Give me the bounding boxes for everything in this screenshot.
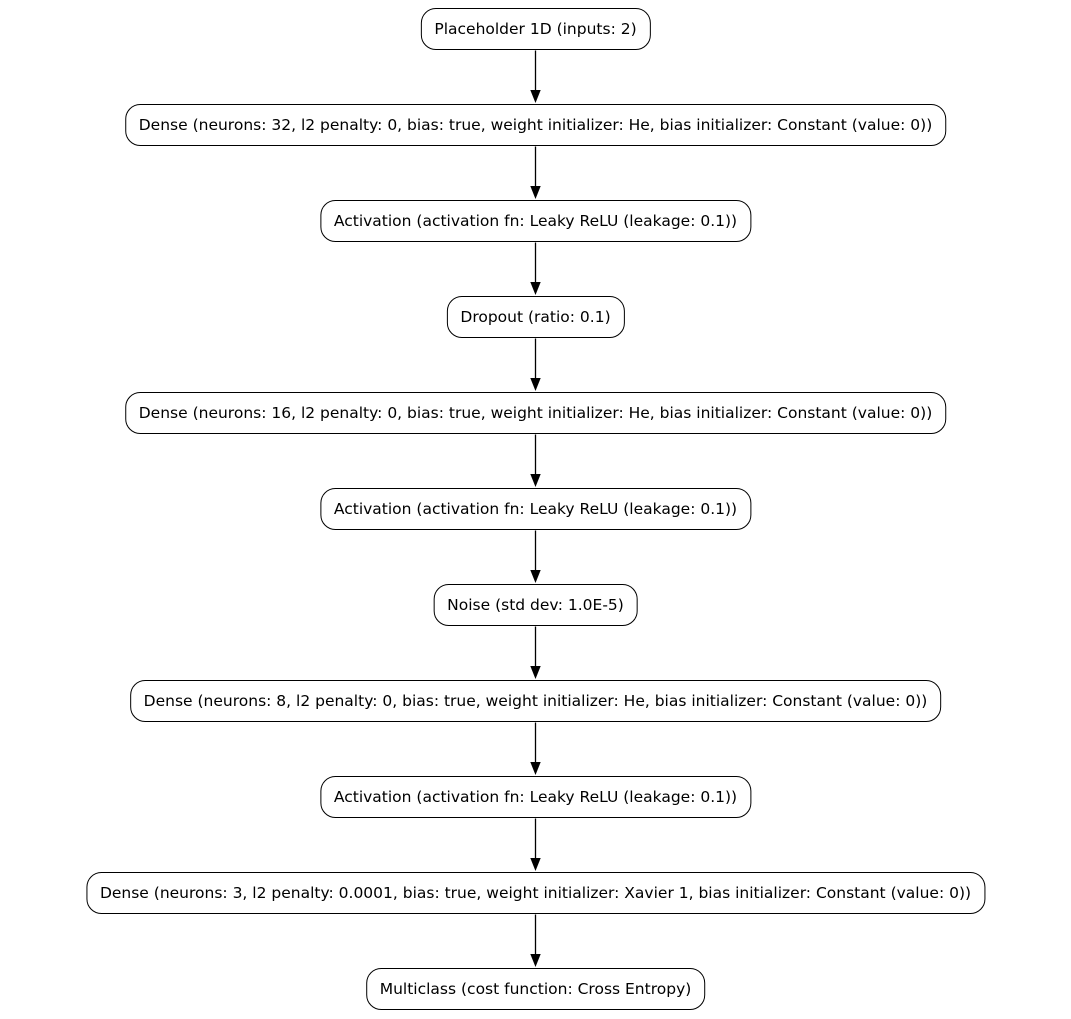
node-label: Dense (neurons: 32, l2 penalty: 0, bias:… — [138, 116, 933, 134]
edge-arrowhead — [530, 762, 541, 775]
node-dense-16: Dense (neurons: 16, l2 penalty: 0, bias:… — [124, 392, 947, 434]
node-label: Activation (activation fn: Leaky ReLU (l… — [333, 212, 738, 230]
node-label: Activation (activation fn: Leaky ReLU (l… — [333, 788, 738, 806]
node-label: Multiclass (cost function: Cross Entropy… — [379, 980, 692, 998]
node-activation-1: Activation (activation fn: Leaky ReLU (l… — [319, 200, 752, 242]
node-dense-3: Dense (neurons: 3, l2 penalty: 0.0001, b… — [85, 872, 986, 914]
node-dense-8: Dense (neurons: 8, l2 penalty: 0, bias: … — [129, 680, 942, 722]
edge-arrowhead — [530, 666, 541, 679]
edge-arrowhead — [530, 186, 541, 199]
node-multiclass: Multiclass (cost function: Cross Entropy… — [365, 968, 706, 1010]
node-dropout: Dropout (ratio: 0.1) — [446, 296, 625, 338]
node-label: Dense (neurons: 8, l2 penalty: 0, bias: … — [143, 692, 928, 710]
node-label: Placeholder 1D (inputs: 2) — [434, 20, 637, 38]
node-placeholder-1d: Placeholder 1D (inputs: 2) — [420, 8, 651, 50]
node-activation-3: Activation (activation fn: Leaky ReLU (l… — [319, 776, 752, 818]
edge-arrowhead — [530, 282, 541, 295]
node-activation-2: Activation (activation fn: Leaky ReLU (l… — [319, 488, 752, 530]
node-label: Dense (neurons: 16, l2 penalty: 0, bias:… — [138, 404, 933, 422]
node-label: Activation (activation fn: Leaky ReLU (l… — [333, 500, 738, 518]
node-label: Dropout (ratio: 0.1) — [460, 308, 611, 326]
edge-arrowhead — [530, 570, 541, 583]
node-label: Noise (std dev: 1.0E-5) — [447, 596, 624, 614]
edge-arrowhead — [530, 90, 541, 103]
node-label: Dense (neurons: 3, l2 penalty: 0.0001, b… — [99, 884, 972, 902]
edge-arrowhead — [530, 474, 541, 487]
node-dense-32: Dense (neurons: 32, l2 penalty: 0, bias:… — [124, 104, 947, 146]
edge-arrowhead — [530, 378, 541, 391]
edge-arrowhead — [530, 954, 541, 967]
node-noise: Noise (std dev: 1.0E-5) — [433, 584, 638, 626]
edge-arrowhead — [530, 858, 541, 871]
